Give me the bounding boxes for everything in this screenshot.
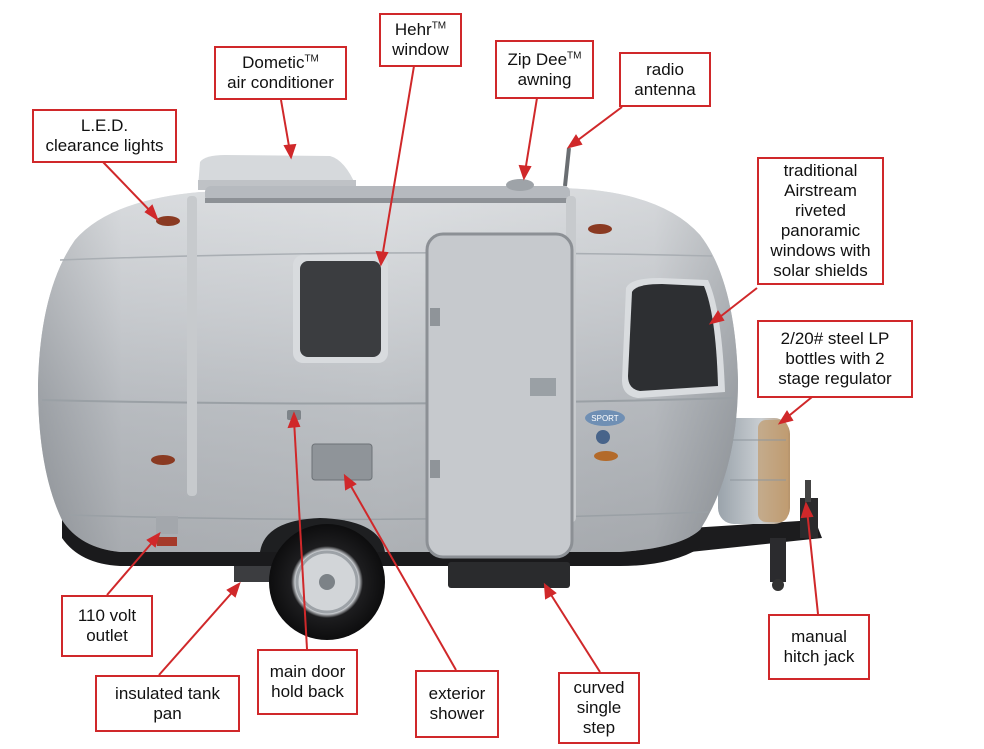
- leader-lines: [102, 65, 819, 676]
- label-led-clearance-lights: L.E.D. clearance lights: [32, 109, 177, 163]
- label-step-line-3: step: [582, 718, 616, 737]
- label-dometic-name: Dometic: [242, 53, 305, 72]
- label-radio-line-2: antenna: [634, 79, 696, 99]
- label-led-line-1: L.E.D.: [80, 116, 129, 135]
- label-zipdee-awning: Zip DeeTM awning: [495, 40, 594, 99]
- label-dometic-tm: TM: [304, 53, 319, 65]
- label-hehr-tm: TM: [431, 20, 447, 32]
- label-radio-line-1: radio: [646, 59, 684, 79]
- label-insulated-tank-pan: insulated tank pan: [95, 675, 240, 732]
- label-shower-line-1: exterior: [428, 684, 486, 703]
- label-lp-line-1: 2/20# steel LP: [780, 329, 890, 348]
- label-manual-hitch-jack: manual hitch jack: [768, 614, 870, 680]
- label-led-line-2: clearance lights: [45, 136, 164, 155]
- leader-led: [102, 161, 156, 217]
- label-zipdee-line-2: awning: [517, 69, 572, 89]
- label-zipdee-line-1: Zip DeeTM: [508, 50, 582, 70]
- label-windows-line-6: solar shields: [773, 261, 868, 280]
- label-exterior-shower: exterior shower: [415, 670, 499, 738]
- sport-badge: SPORT: [585, 410, 625, 444]
- label-door-line-2: hold back: [271, 682, 344, 701]
- antenna: [563, 147, 571, 187]
- outlet-plate: [156, 516, 178, 534]
- label-zipdee-name: Zip Dee: [507, 49, 568, 69]
- label-main-door-hold-back: main door hold back: [257, 649, 358, 715]
- label-zipdee-tm: TM: [567, 49, 582, 61]
- panoramic-window: [622, 278, 725, 398]
- label-tank-line-1: insulated tank: [115, 683, 220, 703]
- label-shower-line-2: shower: [429, 704, 485, 723]
- label-lp-line-3: stage regulator: [778, 369, 892, 388]
- label-dometic-air-conditioner: DometicTM air conditioner: [214, 46, 347, 100]
- label-dometic-line-2: air conditioner: [227, 73, 334, 92]
- label-dometic-line-1: DometicTM: [242, 53, 319, 73]
- wheel: [260, 518, 385, 640]
- tank-pan: [234, 566, 276, 582]
- label-windows-line-1: traditional: [783, 161, 858, 180]
- label-door-line-1: main door: [269, 662, 346, 681]
- label-step-line-1: curved: [573, 678, 625, 697]
- label-lp-bottles: 2/20# steel LP bottles with 2 stage regu…: [757, 320, 913, 398]
- label-hehr-line-2: window: [392, 40, 449, 59]
- step: [448, 562, 570, 588]
- label-110-volt-outlet: 110 volt outlet: [61, 595, 153, 657]
- label-step-line-2: single: [576, 698, 622, 717]
- hehr-window: [293, 255, 388, 363]
- label-hehr-window: HehrTM window: [379, 13, 462, 67]
- main-door: [425, 232, 574, 559]
- label-hitch-line-2: hitch jack: [783, 647, 855, 666]
- label-lp-line-2: bottles with 2: [785, 349, 885, 368]
- label-windows-line-4: panoramic: [780, 221, 861, 240]
- clearance-lights: [151, 216, 618, 465]
- shower-panel: [311, 443, 373, 481]
- badge-text: SPORT: [591, 414, 619, 423]
- label-hehr-name: Hehr: [394, 20, 432, 39]
- label-hitch-line-1: manual: [791, 627, 847, 646]
- label-radio-antenna: radio antenna: [619, 52, 711, 107]
- tail-light: [157, 537, 177, 546]
- label-curved-single-step: curved single step: [558, 672, 640, 744]
- label-outlet-line-2: outlet: [86, 626, 128, 645]
- label-panoramic-windows: traditional Airstream riveted panoramic …: [757, 157, 884, 285]
- label-windows-line-5: windows with: [770, 241, 871, 260]
- label-windows-line-2: Airstream: [784, 181, 857, 200]
- label-windows-line-3: riveted: [794, 201, 847, 220]
- lp-bottles: [718, 418, 790, 524]
- label-tank-line-2: pan: [153, 703, 182, 723]
- label-hehr-line-1: HehrTM: [395, 20, 446, 40]
- label-outlet-line-1: 110 volt: [77, 606, 137, 625]
- air-conditioner: [198, 155, 356, 190]
